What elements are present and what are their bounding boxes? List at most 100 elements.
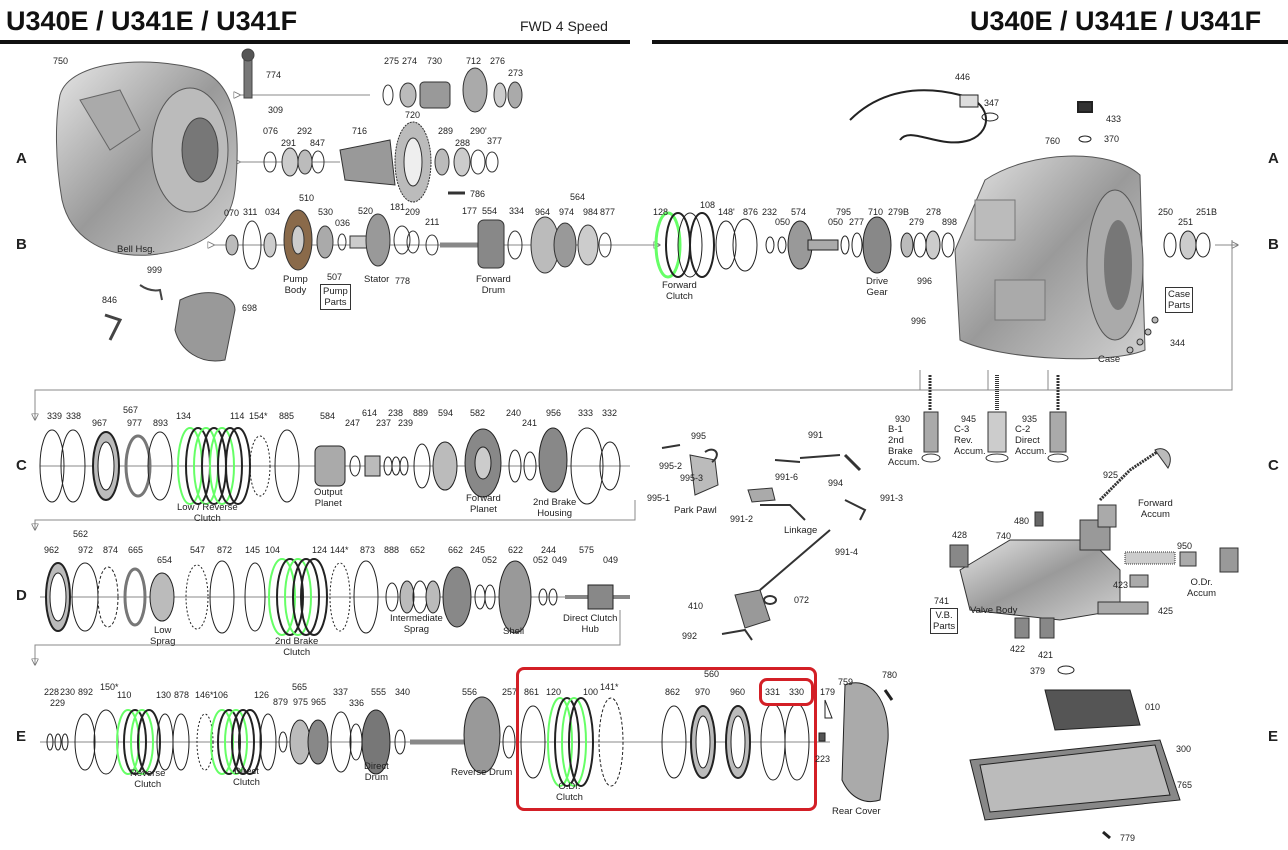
- part-873[interactable]: 873: [360, 545, 376, 555]
- part-562[interactable]: 562: [73, 529, 89, 539]
- part-288[interactable]: 288: [455, 138, 471, 148]
- part-241[interactable]: 241: [522, 418, 538, 428]
- part-108[interactable]: 108: [700, 200, 716, 210]
- part-247[interactable]: 247: [345, 418, 361, 428]
- part-292[interactable]: 292: [297, 126, 313, 136]
- part-575[interactable]: 575: [579, 545, 595, 555]
- part-878[interactable]: 878: [174, 690, 190, 700]
- part-582[interactable]: 582: [470, 408, 486, 418]
- part-124[interactable]: 124: [312, 545, 328, 555]
- part-240[interactable]: 240: [506, 408, 522, 418]
- part-410[interactable]: 410: [688, 601, 704, 611]
- label-vb-parts[interactable]: V.B. Parts: [930, 608, 959, 634]
- part-967[interactable]: 967: [92, 418, 108, 428]
- part-134[interactable]: 134: [176, 411, 192, 421]
- part-428[interactable]: 428: [952, 530, 968, 540]
- part-786[interactable]: 786: [470, 189, 486, 199]
- part-251b[interactable]: 251B: [1196, 207, 1218, 217]
- part-555[interactable]: 555: [371, 687, 387, 697]
- part-144[interactable]: 144*: [330, 545, 349, 555]
- part-547[interactable]: 547: [190, 545, 206, 555]
- part-510[interactable]: 510: [299, 193, 315, 203]
- part-070[interactable]: 070: [224, 208, 240, 218]
- part-250[interactable]: 250: [1158, 207, 1174, 217]
- part-229[interactable]: 229: [50, 698, 66, 708]
- part-960[interactable]: 960: [730, 687, 746, 697]
- part-999[interactable]: 999: [147, 265, 163, 275]
- part-052[interactable]: 052: [482, 555, 498, 565]
- part-036[interactable]: 036: [335, 218, 351, 228]
- part-964[interactable]: 964: [535, 207, 551, 217]
- part-975[interactable]: 975: [293, 697, 309, 707]
- part-847[interactable]: 847: [310, 138, 326, 148]
- part-564[interactable]: 564: [570, 192, 586, 202]
- part-872[interactable]: 872: [217, 545, 233, 555]
- part-110[interactable]: 110: [117, 690, 132, 700]
- part-145[interactable]: 145: [245, 545, 261, 555]
- part-554[interactable]: 554: [482, 206, 498, 216]
- part-991-3[interactable]: 991-3: [880, 493, 904, 503]
- part-846[interactable]: 846: [102, 295, 118, 305]
- part-421[interactable]: 421: [1038, 650, 1054, 660]
- part-654[interactable]: 654: [157, 555, 173, 565]
- part-104[interactable]: 104: [265, 545, 281, 555]
- part-422[interactable]: 422: [1010, 644, 1026, 654]
- part-614[interactable]: 614: [362, 408, 378, 418]
- part-760[interactable]: 760: [1045, 136, 1061, 146]
- part-972[interactable]: 972: [78, 545, 94, 555]
- part-290[interactable]: 290': [470, 126, 487, 136]
- part-556[interactable]: 556: [462, 687, 478, 697]
- part-278[interactable]: 278: [926, 207, 942, 217]
- part-750[interactable]: 750: [53, 56, 69, 66]
- part-340[interactable]: 340: [395, 687, 411, 697]
- part-244[interactable]: 244: [541, 545, 557, 555]
- part-584[interactable]: 584: [320, 411, 336, 421]
- part-996-a[interactable]: 996: [917, 276, 933, 286]
- part-662[interactable]: 662: [448, 545, 464, 555]
- part-239[interactable]: 239: [398, 418, 414, 428]
- part-712[interactable]: 712: [466, 56, 482, 66]
- part-276[interactable]: 276: [490, 56, 506, 66]
- part-507[interactable]: 507: [327, 272, 343, 282]
- part-150[interactable]: 150*: [100, 682, 119, 692]
- part-209[interactable]: 209: [405, 207, 421, 217]
- part-339[interactable]: 339: [47, 411, 63, 421]
- part-425[interactable]: 425: [1158, 606, 1174, 616]
- part-344[interactable]: 344: [1170, 338, 1186, 348]
- part-950[interactable]: 950: [1177, 541, 1193, 551]
- part-337[interactable]: 337: [333, 687, 349, 697]
- part-100[interactable]: 100: [583, 687, 599, 697]
- part-710[interactable]: 710: [868, 207, 884, 217]
- part-991-4[interactable]: 991-4: [835, 547, 859, 557]
- part-995-1[interactable]: 995-1: [647, 493, 671, 503]
- part-974[interactable]: 974: [559, 207, 575, 217]
- part-181[interactable]: 181: [390, 202, 406, 212]
- part-423[interactable]: 423: [1113, 580, 1129, 590]
- label-case-parts[interactable]: Case Parts: [1165, 287, 1194, 313]
- part-049b[interactable]: 049: [603, 555, 619, 565]
- part-245[interactable]: 245: [470, 545, 486, 555]
- part-050[interactable]: 050: [775, 217, 791, 227]
- part-334[interactable]: 334: [509, 206, 525, 216]
- part-309[interactable]: 309: [268, 105, 284, 115]
- part-177[interactable]: 177: [462, 206, 478, 216]
- part-780[interactable]: 780: [882, 670, 898, 680]
- part-311[interactable]: 311: [243, 207, 258, 217]
- part-106[interactable]: 106: [213, 690, 229, 700]
- part-877[interactable]: 877: [600, 207, 616, 217]
- part-050b[interactable]: 050: [828, 217, 844, 227]
- part-211[interactable]: 211: [425, 217, 440, 227]
- part-925[interactable]: 925: [1103, 470, 1119, 480]
- part-279[interactable]: 279: [909, 217, 925, 227]
- part-010[interactable]: 010: [1145, 702, 1161, 712]
- part-433[interactable]: 433: [1106, 114, 1122, 124]
- part-141[interactable]: 141*: [600, 682, 619, 692]
- part-622[interactable]: 622: [508, 545, 524, 555]
- part-126[interactable]: 126: [254, 690, 270, 700]
- part-778[interactable]: 778: [395, 276, 411, 286]
- part-730[interactable]: 730: [427, 56, 443, 66]
- part-995-2[interactable]: 995-2: [659, 461, 683, 471]
- part-379[interactable]: 379: [1030, 666, 1046, 676]
- part-120[interactable]: 120: [546, 687, 562, 697]
- part-377[interactable]: 377: [487, 136, 503, 146]
